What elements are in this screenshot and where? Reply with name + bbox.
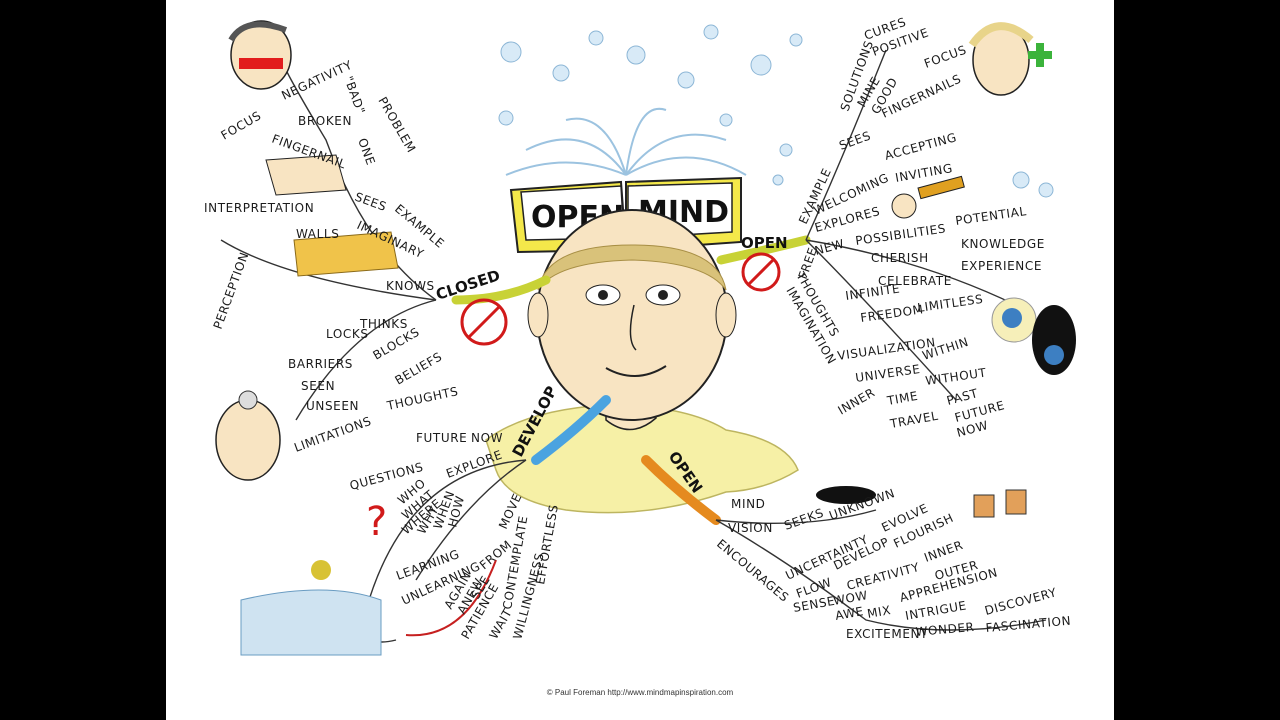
word-mix: MIX [866, 603, 892, 621]
word-bad: "BAD" [341, 74, 368, 116]
word-future-d: FUTURE [416, 431, 467, 445]
happy-face-icon [968, 22, 1052, 96]
fountain [505, 107, 747, 176]
word-problem: PROBLEM [375, 95, 418, 156]
word-intrigue: INTRIGUE [904, 598, 968, 623]
face [527, 209, 737, 421]
no-sign-icons [460, 252, 781, 346]
locked-head-icon [215, 390, 281, 481]
word-thoughts: THOUGHTS [385, 384, 460, 413]
word-awe: AWE [834, 604, 865, 623]
word-seeks: SEEKS [782, 506, 826, 533]
word-time: TIME [885, 389, 919, 408]
word-perception: PERCEPTION [211, 250, 252, 331]
word-effortless: EFFORTLESS [533, 503, 561, 585]
open-upper-branch [716, 235, 811, 265]
word-limitless: LIMITLESS [916, 292, 984, 315]
word-infinite: INFINITE [844, 281, 901, 303]
word-inner-o: INNER [922, 538, 965, 565]
word-focus: FOCUS [219, 108, 264, 142]
gagged-face-icon [228, 20, 292, 90]
word-possibilities: POSSIBILITIES [854, 221, 946, 248]
word-sees-r: SEES [837, 128, 873, 152]
word-fascination: FASCINATION [985, 614, 1072, 635]
word-without: WITHOUT [924, 366, 987, 388]
brick-wall-icon [293, 231, 399, 277]
word-wonder: WONDER [915, 620, 975, 639]
word-knows: KNOWS [386, 279, 435, 293]
question-mark-icon: ? [366, 499, 387, 545]
word-focus-r: FOCUS [922, 43, 968, 71]
word-universe: UNIVERSE [854, 362, 921, 385]
develop-branch [531, 395, 611, 465]
open-lower-branch [641, 455, 721, 525]
mind-map-frame: OPEN MIND CLOSED OPEN DEVELOP OPEN [166, 0, 1114, 720]
word-walls: WALLS [296, 227, 339, 241]
word-celebrate: CELEBRATE [878, 274, 952, 288]
word-accepting: ACCEPTING [883, 130, 958, 163]
word-cherish: CHERISH [871, 251, 929, 265]
word-limitations: LIMITATIONS [292, 414, 373, 455]
word-barriers: BARRIERS [288, 357, 353, 371]
closed-branch [451, 275, 551, 305]
word-wow: WOW [832, 588, 869, 608]
open-upper-label: OPEN [741, 234, 788, 252]
word-unseen: UNSEEN [306, 399, 359, 413]
word-inner: INNER [836, 385, 878, 417]
svg-text:?: ? [366, 499, 387, 545]
plant-pots-icon [973, 489, 1027, 518]
word-seen: SEEN [301, 379, 335, 393]
word-potential: POTENTIAL [954, 204, 1027, 228]
word-thinks: THINKS [359, 317, 408, 331]
word-one: ONE [355, 136, 378, 167]
word-travel: TRAVEL [888, 409, 939, 431]
credit-line: © Paul Foreman http://www.mindmapinspira… [546, 688, 734, 697]
globe-icon [991, 297, 1076, 375]
word-discovery: DISCOVERY [983, 585, 1058, 618]
word-beliefs: BELIEFS [393, 349, 445, 387]
word-experience: EXPERIENCE [961, 259, 1042, 273]
word-locks: LOCKS [326, 327, 369, 341]
word-vision: VISION [728, 521, 773, 535]
word-excitement: EXCITEMENT [846, 627, 928, 641]
word-broken: BROKEN [298, 114, 352, 128]
fingernail-icon [265, 154, 347, 196]
red-arrow [405, 559, 497, 637]
telescope-icon [891, 175, 965, 219]
word-mind: MIND [731, 497, 766, 511]
swimmer-icon [240, 560, 382, 656]
mind-map: OPEN MIND CLOSED OPEN DEVELOP OPEN [204, 15, 1076, 656]
word-now-d: NOW [471, 431, 503, 445]
word-knowledge: KNOWLEDGE [961, 237, 1045, 251]
word-interpretation: INTERPRETATION [204, 201, 314, 215]
manhole-icon [816, 486, 876, 504]
splash-bubbles [498, 24, 1054, 198]
word-encourages: ENCOURAGES [714, 537, 792, 605]
